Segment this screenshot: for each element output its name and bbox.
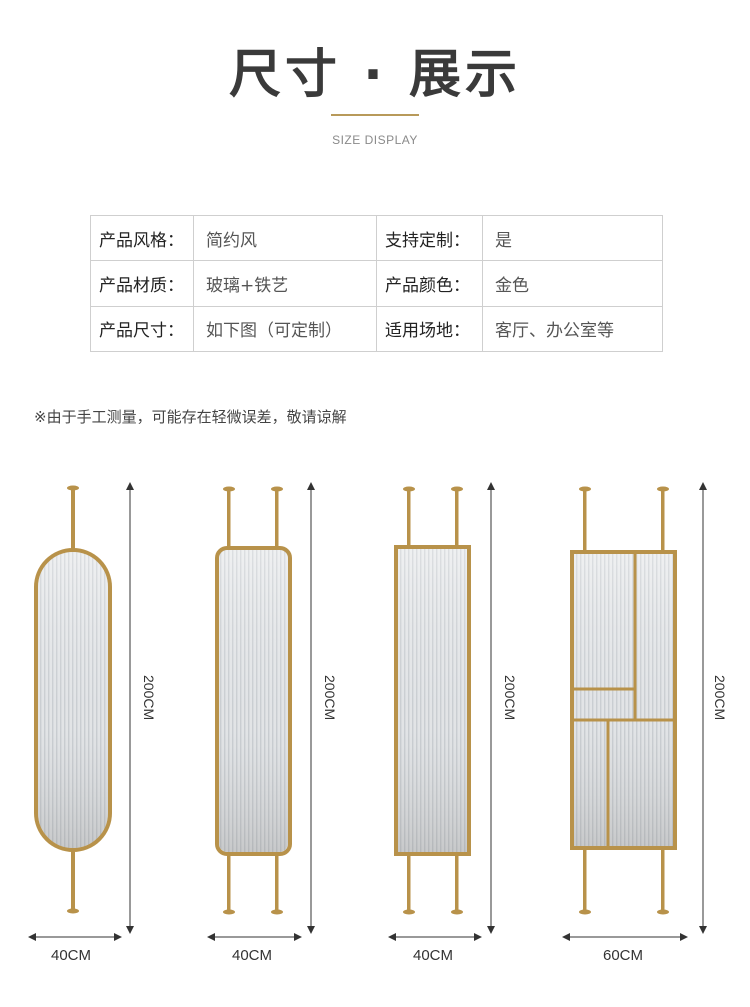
page-title: 尺寸 · 展示 [229, 45, 521, 105]
height-label: 200CM [712, 675, 728, 721]
spec-label: 产品颜色： [376, 260, 483, 307]
table-row: 产品风格： 简约风 支持定制： 是 [90, 214, 663, 262]
spec-label: 产品材质： [90, 260, 194, 307]
width-label: 60CM [603, 947, 644, 964]
width-label: 40CM [51, 947, 92, 964]
height-dimension-lines [126, 482, 707, 934]
spec-value: 是 [482, 214, 663, 262]
spec-label: 产品风格： [90, 214, 194, 262]
size-diagram: 200CM 200CM 200CM 200CM 40CM 40CM 40CM 6… [0, 470, 750, 1007]
measurement-note: ※由于手工测量，可能存在轻微误差，敬请谅解 [34, 408, 347, 426]
spec-value: 金色 [482, 260, 663, 307]
title-divider [331, 114, 419, 116]
spec-value: 客厅、办公室等 [482, 305, 663, 353]
product-grid-screen [570, 486, 677, 915]
spec-value: 玻璃+铁艺 [193, 260, 377, 307]
table-row: 产品材质： 玻璃+铁艺 产品颜色： 金色 [90, 260, 663, 307]
table-row: 产品尺寸： 如下图（可定制） 适用场地： 客厅、办公室等 [90, 305, 663, 353]
spec-value: 简约风 [193, 214, 377, 262]
width-label: 40CM [413, 947, 454, 964]
screens-illustration [28, 482, 707, 941]
product-rounded-screen [215, 486, 292, 915]
product-rect-screen [394, 486, 471, 915]
spec-value: 如下图（可定制） [193, 305, 377, 353]
height-label: 200CM [502, 675, 518, 721]
spec-label: 产品尺寸： [90, 305, 194, 353]
spec-table: 产品风格： 简约风 支持定制： 是 产品材质： 玻璃+铁艺 产品颜色： 金色 产… [90, 214, 663, 353]
product-oval-screen [34, 485, 112, 914]
spec-label: 适用场地： [376, 305, 483, 353]
width-label: 40CM [232, 947, 273, 964]
spec-label: 支持定制： [376, 214, 483, 262]
page-subtitle: SIZE DISPLAY [332, 133, 418, 147]
height-label: 200CM [141, 675, 157, 721]
height-label: 200CM [322, 675, 338, 721]
